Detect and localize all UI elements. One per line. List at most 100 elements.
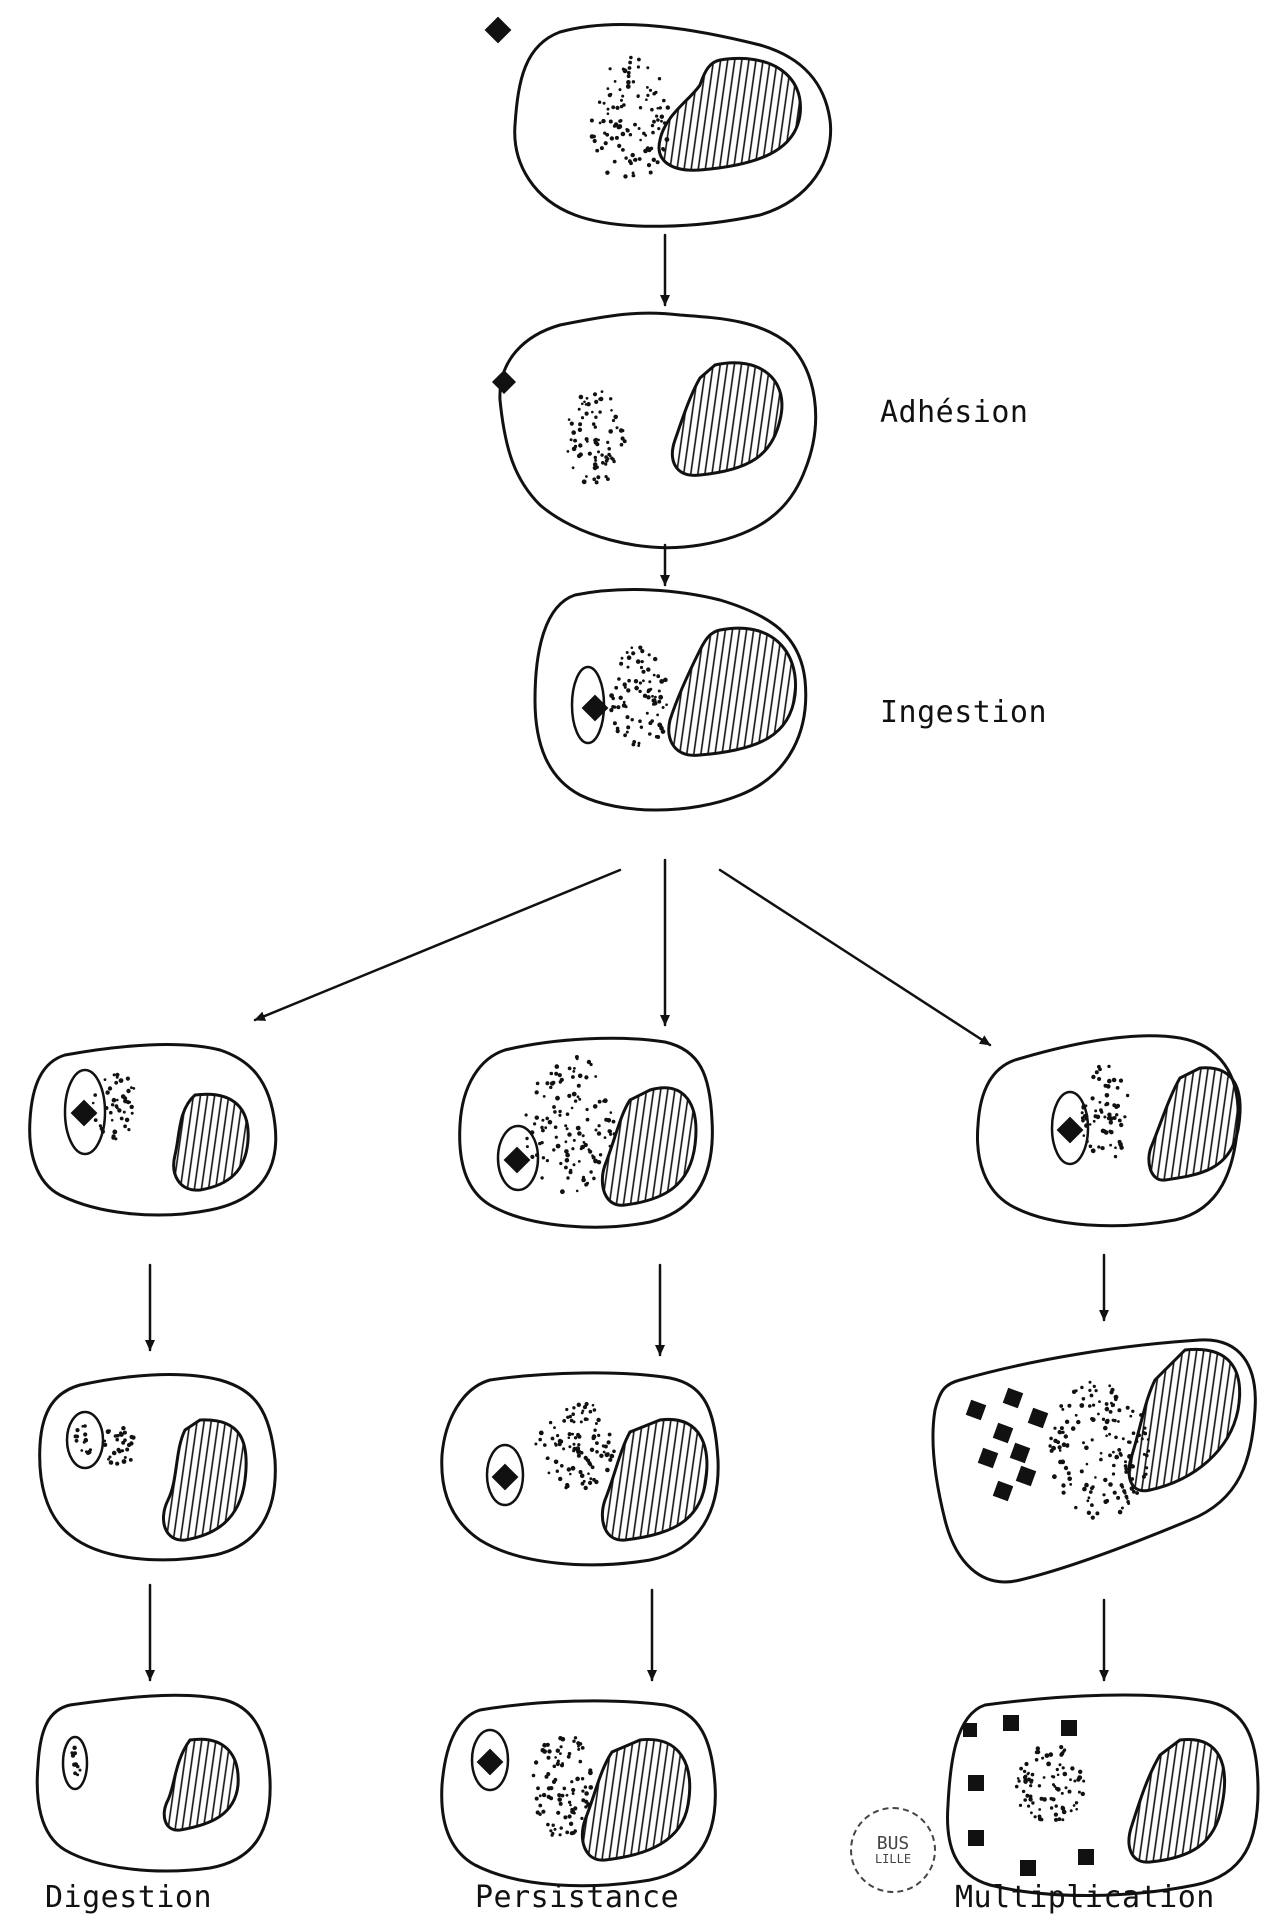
granule-dot [587,1060,591,1064]
granule-dot [627,655,632,660]
granule-dot [1088,1496,1091,1499]
granule-dot [580,1420,583,1423]
granule-dot [1071,1767,1074,1770]
granule-dot [585,403,588,406]
granule-dot [571,1107,574,1110]
granule-dot [571,1075,575,1079]
granule-dot [627,666,630,669]
granule-dot [1059,1763,1062,1766]
nucleus [669,628,796,755]
granule-dot [581,1746,585,1750]
granule-dot [1088,1389,1091,1392]
granule-dot [628,66,632,70]
granule-dot [574,1436,577,1439]
granule-dot [111,1103,114,1106]
label-adhesion: Adhésion [880,395,1029,430]
granule-dot [569,1804,572,1807]
granule-dot [1023,1776,1026,1779]
granule-dot [549,1086,552,1089]
granule-dot [595,149,599,153]
granule-dot [526,1145,529,1148]
granule-dot [1097,1413,1100,1416]
granule-dot [626,80,631,85]
granule-dot [570,438,573,441]
granule-dot [627,74,631,78]
granule-dot [1051,1446,1056,1451]
granule-dot [1123,1115,1126,1118]
granule-dot [535,1153,539,1157]
granule-dot [609,120,613,124]
granule-dot [121,1426,125,1430]
granule-dot [566,1794,569,1797]
granule-dot [547,1749,551,1753]
granule-dot [552,1105,556,1109]
granule-dot [556,1470,559,1473]
granule-dot [661,729,666,734]
granule-dot [123,1111,126,1114]
granule-dot [75,1428,79,1432]
granule-dot [577,454,581,458]
granule-dot [606,1452,609,1455]
granule-dot [595,442,599,446]
granule-dot [1112,1464,1116,1468]
granule-dot [1038,1808,1041,1811]
nucleus [164,1739,238,1830]
granule-dot [1046,1762,1051,1767]
granule-dot [542,1743,547,1748]
granule-dot [106,1429,111,1434]
granule-dot [581,403,584,406]
granule-dot [606,441,609,444]
granule-dot [614,686,618,690]
granule-dot [566,1127,569,1130]
granule-dot [570,422,574,426]
granule-dot [571,430,576,435]
granule-dot [596,1418,600,1422]
granule-dot [1023,1798,1027,1802]
granule-dot [567,1132,571,1136]
granule-dot [557,1793,561,1797]
granule-dot [566,1176,569,1179]
cell-ingestion [535,590,806,810]
granule-dot [559,1802,563,1806]
granule-dot [577,1095,580,1098]
label-persistance: Persistance [475,1880,679,1915]
granule-dot [637,744,640,747]
branch-arrows [255,860,990,1045]
granule-dot [578,1098,581,1101]
granule-dot [572,1070,575,1073]
granule-dot [603,1451,606,1454]
cell-persistance-1 [460,1038,713,1227]
library-stamp: BUS LILLE [850,1807,936,1893]
granule-dot [563,1787,567,1791]
granule-dot [132,1087,135,1090]
granule-dot [1066,1443,1069,1446]
granule-dot [646,86,649,89]
granule-dot [592,1177,596,1181]
granule-dot [1097,1077,1101,1081]
granule-dot [1075,1808,1078,1811]
granule-dot [610,136,614,140]
granule-dot [1117,1420,1120,1423]
granule-dot [94,1118,98,1122]
granule-dot [615,136,619,140]
granule-dot [619,662,623,666]
granule-dot [1060,1426,1064,1430]
granule-dot [595,1450,599,1454]
granule-dot [1105,1093,1110,1098]
granule-dot [76,1765,80,1769]
granule-dot [1116,1496,1120,1500]
granule-dot [584,1486,588,1490]
granule-dot [1062,1810,1067,1815]
granule-dot [646,712,649,715]
granule-dot [604,141,608,145]
granule-dot [123,1124,127,1128]
granule-dot [613,415,618,420]
granule-dot [121,1441,125,1445]
granule-dot [1103,1500,1108,1505]
granule-dot [1040,1797,1044,1801]
granule-dot [648,653,651,656]
granule-dot [560,1745,563,1748]
granule-dot [1036,1746,1040,1750]
granule-dot [662,99,666,103]
